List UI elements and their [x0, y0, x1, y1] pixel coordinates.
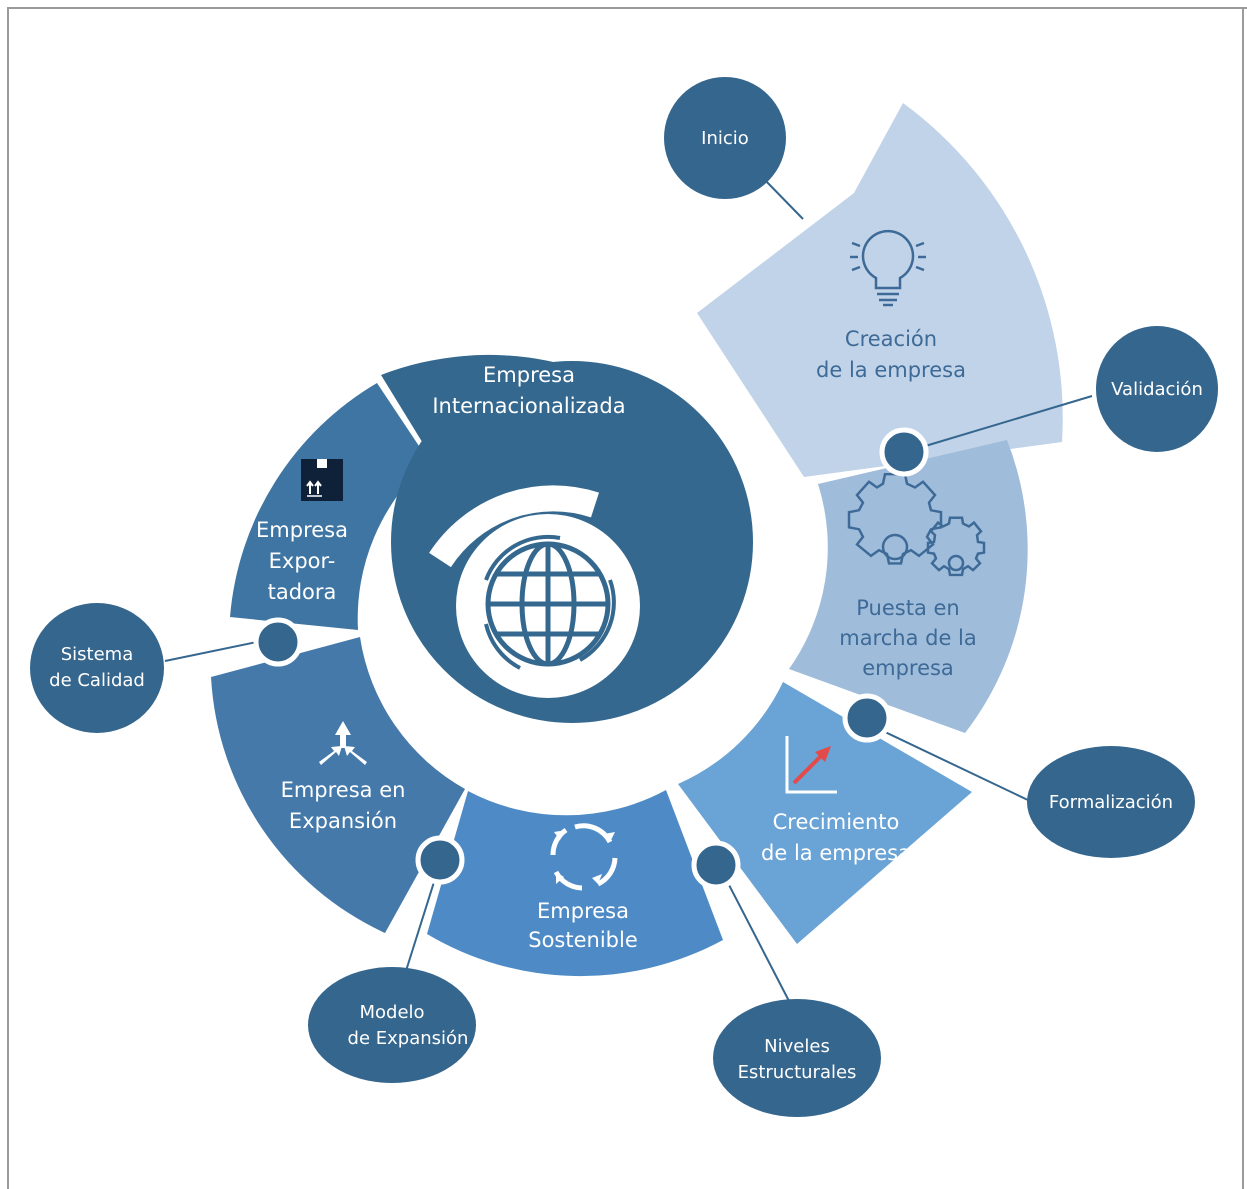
internacionalizada-label-2: Internacionalizada: [432, 394, 625, 418]
growth-chart-icon: [785, 736, 837, 794]
puesta-label-3: empresa: [862, 656, 954, 680]
puesta-label-2: marcha de la: [839, 626, 977, 650]
node-validacion-label: Validación: [1111, 379, 1203, 400]
lightbulb-icon: [850, 229, 926, 307]
creacion-label-1: Creación: [845, 327, 937, 351]
internacionalizada-label-1: Empresa: [483, 363, 575, 387]
junction-dot-formalizacion: [842, 693, 892, 743]
expansion-label-2: Expansión: [289, 809, 397, 833]
exportadora-label-2: Expor-: [269, 549, 336, 573]
spiral-gap: [429, 485, 600, 568]
segment-exportadora: [230, 383, 429, 630]
node-modelo-label-2: de Expansión: [348, 1028, 469, 1049]
frame-border: [7, 7, 1247, 1189]
node-modelo-label-1: Modelo: [359, 1002, 424, 1023]
puesta-label-1: Puesta en: [856, 596, 959, 620]
node-niveles-label-1: Niveles: [764, 1036, 830, 1057]
crecimiento-label-2: de la empresa: [761, 841, 911, 865]
node-sistema: Sistema de Calidad: [30, 603, 164, 733]
node-formalizacion: Formalización: [1027, 746, 1195, 858]
crecimiento-label-1: Crecimiento: [773, 810, 900, 834]
gears-icon: [847, 472, 986, 577]
node-validacion: Validación: [1096, 326, 1218, 452]
segment-crecimiento: [678, 682, 972, 944]
node-formalizacion-label: Formalización: [1049, 792, 1173, 813]
sostenible-label-1: Empresa: [537, 899, 629, 923]
connector-lines: [164, 177, 1093, 1002]
sostenible-label-2: Sostenible: [528, 928, 638, 952]
node-sistema-label-2: de Calidad: [49, 670, 145, 691]
node-niveles-label-2: Estructurales: [738, 1062, 857, 1083]
expansion-arrows-icon: [319, 721, 367, 765]
package-icon: [301, 459, 343, 501]
connector-sistema: [164, 641, 258, 662]
junction-dot-niveles: [691, 840, 741, 890]
junction-dots: [253, 427, 929, 890]
creacion-label-2: de la empresa: [816, 358, 966, 382]
exportadora-label-1: Empresa: [256, 518, 348, 542]
connector-modelo: [404, 881, 435, 975]
node-niveles: Niveles Estructurales: [713, 999, 881, 1117]
junction-dot-sistema: [253, 617, 303, 667]
node-inicio-label: Inicio: [701, 128, 749, 149]
connector-validacion: [921, 395, 1093, 448]
globe-icon: [484, 534, 616, 670]
node-inicio: Inicio: [664, 77, 786, 199]
internacionalizada-ring: [391, 361, 753, 723]
node-modelo: Modelo de Expansión: [308, 967, 476, 1083]
expansion-label-1: Empresa en: [281, 778, 406, 802]
connector-inicio: [762, 177, 804, 220]
segment-expansion: [211, 637, 465, 933]
junction-dot-modelo: [415, 835, 465, 885]
connector-niveles: [727, 882, 790, 1002]
node-sistema-label-1: Sistema: [61, 644, 134, 665]
exportadora-label-3: tadora: [268, 580, 337, 604]
segment-creacion: [697, 103, 1063, 477]
segment-sostenible: [427, 790, 723, 977]
connector-formalizacion: [884, 731, 1031, 802]
junction-dot-validacion: [879, 427, 929, 477]
cycle-arrows-icon: [550, 823, 618, 891]
